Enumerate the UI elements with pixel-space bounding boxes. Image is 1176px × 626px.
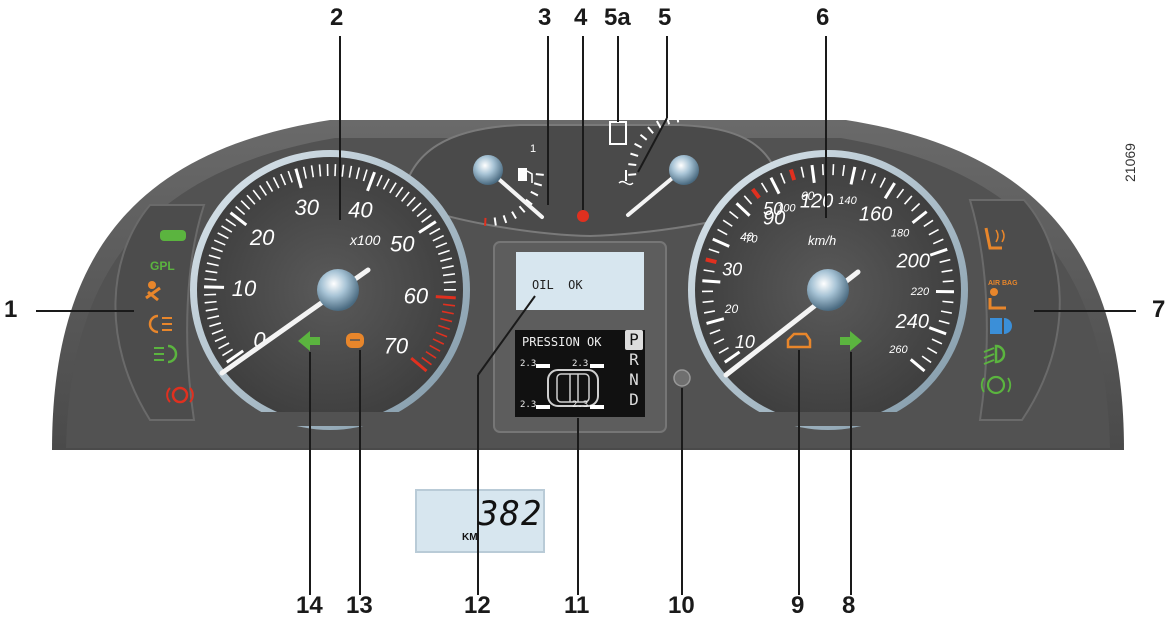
speedometer-small-label: 180 bbox=[891, 227, 910, 239]
tachometer-tick bbox=[335, 164, 336, 176]
tyre-lcd-text: PRESSION OK bbox=[522, 335, 601, 349]
tachometer-tick bbox=[436, 297, 456, 298]
speedometer-bottom bbox=[708, 412, 948, 426]
callout-11: 11 bbox=[564, 594, 589, 618]
trip-reset-knob bbox=[674, 370, 690, 386]
gear-r: R bbox=[625, 350, 643, 370]
figure-reference-number: 21069 bbox=[1122, 143, 1138, 182]
temperature-hub bbox=[669, 155, 699, 185]
tachometer-label: 40 bbox=[348, 198, 373, 223]
tyre-bar-rl bbox=[536, 405, 550, 409]
tachometer-label: 20 bbox=[249, 225, 275, 250]
speedometer-hub bbox=[807, 269, 849, 311]
callout-5a: 5a bbox=[604, 6, 631, 30]
electronic-fault-icon bbox=[346, 333, 364, 348]
tyre-pressure-fl: 2.3 bbox=[520, 359, 536, 369]
callout-5: 5 bbox=[658, 6, 671, 30]
callout-13: 13 bbox=[346, 594, 373, 618]
speedometer-tick bbox=[943, 281, 954, 282]
temperature-tick bbox=[628, 174, 636, 175]
gear-indicator: P R N D bbox=[625, 330, 643, 410]
tyre-pressure-fr: 2.3 bbox=[572, 359, 588, 369]
speedometer-label: 240 bbox=[895, 311, 929, 333]
main-beam-icon bbox=[990, 318, 1012, 334]
tachometer-hub bbox=[317, 269, 359, 311]
speedometer-label: 200 bbox=[895, 251, 929, 273]
fuel-hub bbox=[473, 155, 503, 185]
callout-14: 14 bbox=[296, 594, 323, 618]
speedometer-tick bbox=[703, 301, 714, 302]
odometer-value: 382 bbox=[478, 494, 542, 534]
tyre-bar-fr bbox=[590, 364, 604, 368]
callout-3: 3 bbox=[538, 6, 551, 30]
tachometer-bottom bbox=[210, 412, 450, 426]
speedometer-small-label: 260 bbox=[888, 344, 908, 356]
fuel-tick bbox=[536, 174, 544, 175]
callout-6: 6 bbox=[816, 6, 829, 30]
speedometer-small-label: 140 bbox=[838, 195, 857, 207]
tachometer-tick bbox=[444, 282, 456, 283]
oil-lcd-text: OIL OK bbox=[532, 278, 583, 292]
speedometer-inner-label: 30 bbox=[722, 260, 742, 280]
fuel-tick bbox=[495, 218, 496, 226]
gear-n: N bbox=[625, 370, 643, 390]
gear-p: P bbox=[625, 330, 643, 350]
tachometer-tick bbox=[204, 279, 216, 280]
speedometer-tick bbox=[942, 301, 953, 302]
speedometer-tick bbox=[702, 281, 720, 282]
tyre-pressure-rl: 2.3 bbox=[520, 400, 536, 410]
gpl-icon: GPL bbox=[150, 259, 175, 273]
speedometer-inner-label: 40 bbox=[740, 230, 754, 244]
tyre-bar-rr bbox=[590, 405, 604, 409]
speedometer-small-label: 220 bbox=[910, 286, 930, 298]
fuel-full-mark: 1 bbox=[530, 143, 536, 155]
tachometer-label: 10 bbox=[232, 276, 257, 301]
speedometer-inner-label: 10 bbox=[735, 332, 755, 352]
callout-7: 7 bbox=[1152, 298, 1165, 322]
odometer-unit: KM bbox=[462, 532, 478, 543]
gear-d: D bbox=[625, 390, 643, 410]
airbag-label-icon: AIR BAG bbox=[988, 280, 1018, 287]
speedometer-inner-label: 50 bbox=[763, 199, 783, 219]
callout-10: 10 bbox=[668, 594, 695, 618]
callout-4: 4 bbox=[574, 6, 587, 30]
tyre-pressure-rr: 2.3 bbox=[572, 400, 588, 410]
tachometer-label: 60 bbox=[404, 283, 429, 308]
speedometer-unit: km/h bbox=[808, 233, 836, 248]
tachometer-label: 70 bbox=[384, 333, 409, 358]
speedometer-label: 160 bbox=[859, 203, 892, 225]
speedometer-tick bbox=[706, 259, 717, 262]
callout-2: 2 bbox=[330, 6, 343, 30]
callout-8: 8 bbox=[842, 594, 855, 618]
callout-12: 12 bbox=[464, 594, 491, 618]
tyre-bar-fl bbox=[536, 364, 550, 368]
tachometer-label: 30 bbox=[294, 195, 319, 220]
speedometer-inner-label: 60 bbox=[801, 189, 815, 203]
callout-9: 9 bbox=[791, 594, 804, 618]
tachometer-unit: x100 bbox=[349, 232, 381, 248]
callout-1: 1 bbox=[4, 298, 17, 322]
tachometer-tick bbox=[319, 164, 320, 176]
temperature-tick bbox=[677, 114, 678, 122]
temperature-tick bbox=[628, 164, 636, 165]
tachometer-label: 50 bbox=[390, 231, 415, 256]
side-lights-icon bbox=[160, 230, 186, 241]
red-warning-light bbox=[577, 210, 589, 222]
speedometer-inner-label: 20 bbox=[724, 302, 739, 316]
